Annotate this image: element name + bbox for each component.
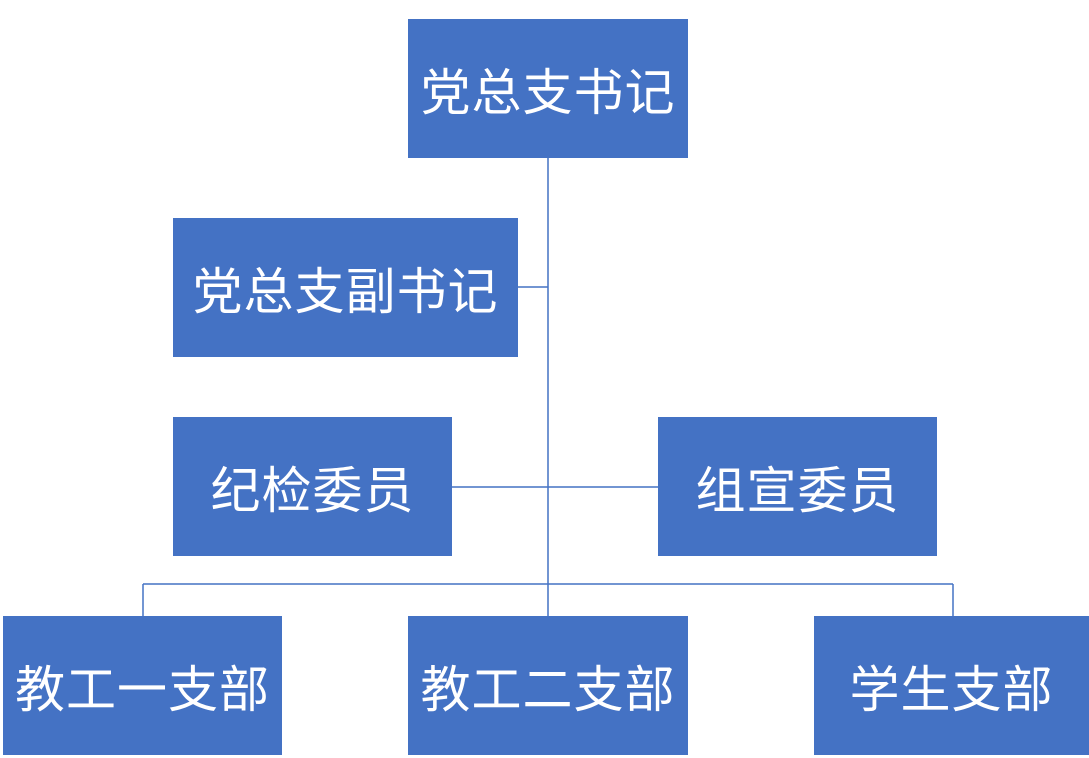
node-branch-faculty-1: 教工一支部 <box>3 616 282 755</box>
node-branch-student: 学生支部 <box>814 616 1089 755</box>
node-deputy-secretary: 党总支副书记 <box>173 218 518 357</box>
node-organization-member: 组宣委员 <box>658 417 937 556</box>
node-branch-faculty-2: 教工二支部 <box>408 616 688 755</box>
node-party-secretary: 党总支书记 <box>408 19 688 158</box>
node-discipline-member: 纪检委员 <box>173 417 452 556</box>
